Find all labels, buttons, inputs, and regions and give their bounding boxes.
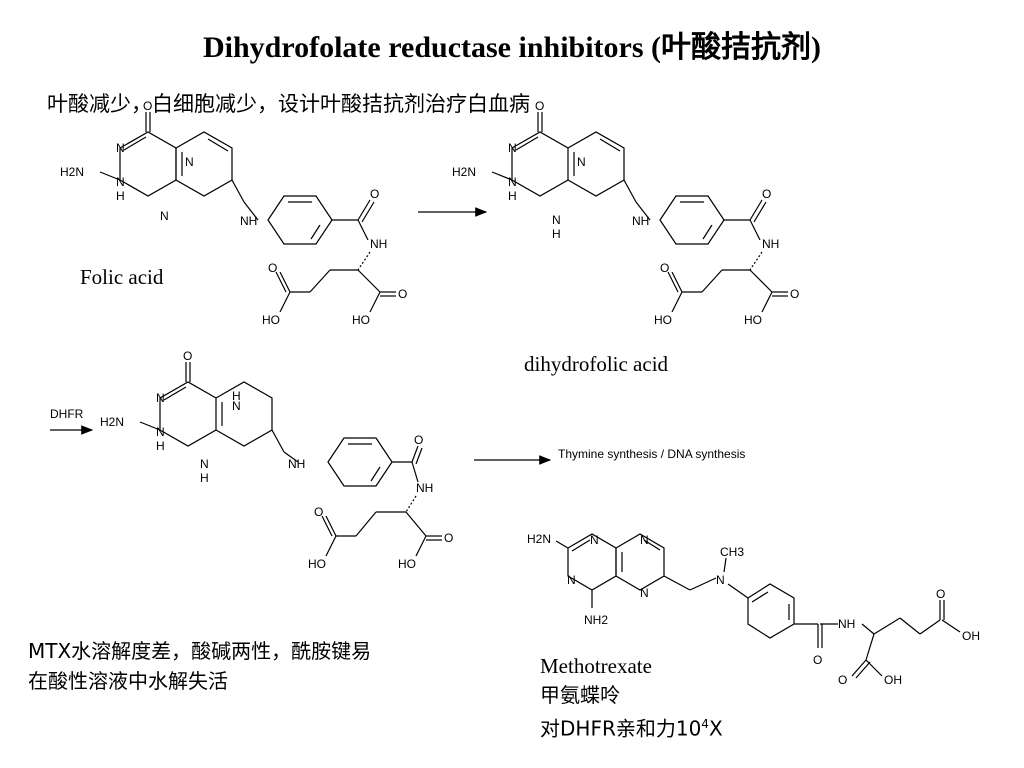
methotrexate-affinity: 对DHFR亲和力104X [540, 716, 723, 741]
methotrexate-caption: Methotrexate 甲氨蝶呤 对DHFR亲和力104X [540, 652, 723, 744]
thymine-synthesis-label: Thymine synthesis / DNA synthesis [558, 447, 745, 461]
svg-text:H2N: H2N [452, 165, 476, 179]
svg-text:H: H [508, 189, 517, 203]
svg-text:O: O [444, 531, 453, 545]
subtitle: 叶酸减少，白细胞减少，设计叶酸拮抗剂治疗白血病 [47, 92, 530, 116]
svg-text:N: N [160, 209, 169, 223]
svg-text:NH: NH [288, 457, 305, 471]
svg-text:O: O [813, 653, 822, 667]
svg-text:CH3: CH3 [720, 545, 744, 559]
svg-text:NH: NH [416, 481, 433, 495]
svg-text:HO: HO [654, 313, 672, 327]
tetrahydrofolic-acid-structure: O N N H N H N H H2N NH O NH O HO O HO [100, 349, 453, 571]
svg-text:N: N [552, 213, 561, 227]
dhfr-label: DHFR [50, 407, 84, 421]
svg-text:O: O [535, 99, 544, 113]
svg-text:N: N [508, 175, 517, 189]
svg-text:HO: HO [398, 557, 416, 571]
svg-text:HO: HO [308, 557, 326, 571]
methotrexate-name: Methotrexate [540, 654, 652, 678]
svg-text:NH2: NH2 [584, 613, 608, 627]
svg-text:O: O [314, 505, 323, 519]
svg-text:N: N [716, 573, 725, 587]
svg-text:O: O [762, 187, 771, 201]
svg-text:O: O [660, 261, 669, 275]
svg-text:O: O [268, 261, 277, 275]
svg-text:N: N [200, 457, 209, 471]
methotrexate-structure: N N N N H2N NH2 N CH3 O NH O OH O OH [527, 532, 980, 687]
svg-text:O: O [936, 587, 945, 601]
svg-text:H: H [232, 389, 241, 403]
folic-acid-structure: O N N H N N H2N NH O NH O HO O HO [60, 99, 407, 327]
dihydrofolic-acid-structure: O N N H N N H H2N NH O NH O HO O HO [452, 99, 799, 327]
mtx-note-line-2: 在酸性溶液中水解失活 [28, 669, 228, 693]
svg-text:H2N: H2N [60, 165, 84, 179]
svg-text:H: H [156, 439, 165, 453]
svg-text:NH: NH [632, 214, 649, 228]
svg-text:HO: HO [352, 313, 370, 327]
svg-text:H2N: H2N [100, 415, 124, 429]
svg-text:O: O [398, 287, 407, 301]
svg-text:N: N [640, 533, 649, 547]
svg-text:HO: HO [262, 313, 280, 327]
svg-text:NH: NH [240, 214, 257, 228]
svg-text:NH: NH [370, 237, 387, 251]
svg-text:N: N [156, 425, 165, 439]
mtx-note: MTX水溶解度差，酸碱两性，酰胺键易 在酸性溶液中水解失活 [28, 636, 371, 696]
svg-text:O: O [414, 433, 423, 447]
svg-text:H: H [552, 227, 561, 241]
svg-text:N: N [116, 175, 125, 189]
svg-text:NH: NH [762, 237, 779, 251]
svg-text:O: O [838, 673, 847, 687]
page-title: Dihydrofolate reductase inhibitors (叶酸拮抗… [202, 31, 822, 64]
svg-text:O: O [790, 287, 799, 301]
svg-text:H2N: H2N [527, 532, 551, 546]
svg-text:N: N [590, 533, 599, 547]
svg-text:O: O [183, 349, 192, 363]
svg-text:N: N [640, 586, 649, 600]
svg-text:NH: NH [838, 617, 855, 631]
svg-text:H: H [116, 189, 125, 203]
dihydrofolic-acid-label: dihydrofolic acid [524, 352, 669, 376]
svg-text:N: N [508, 141, 517, 155]
svg-text:N: N [567, 573, 576, 587]
svg-text:N: N [577, 155, 586, 169]
svg-text:OH: OH [962, 629, 980, 643]
mtx-note-line-1: MTX水溶解度差，酸碱两性，酰胺键易 [28, 639, 372, 663]
svg-text:OH: OH [884, 673, 902, 687]
svg-text:N: N [156, 391, 165, 405]
svg-text:N: N [185, 155, 194, 169]
svg-text:H: H [200, 471, 209, 485]
svg-text:O: O [370, 187, 379, 201]
svg-text:O: O [143, 99, 152, 113]
folic-acid-label: Folic acid [80, 265, 164, 289]
methotrexate-chinese-name: 甲氨蝶呤 [540, 683, 620, 707]
svg-text:N: N [116, 141, 125, 155]
svg-text:N: N [232, 399, 241, 413]
svg-text:HO: HO [744, 313, 762, 327]
